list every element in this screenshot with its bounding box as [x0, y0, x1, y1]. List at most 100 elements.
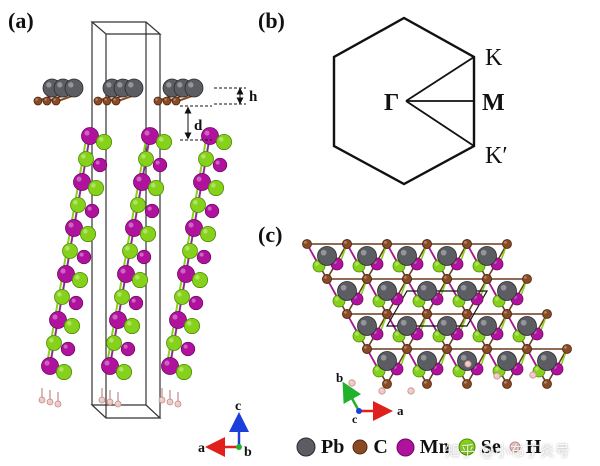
mn-atom-highlight [207, 206, 212, 211]
c-atom-top-highlight [504, 241, 507, 244]
se-atom-highlight [119, 367, 124, 372]
a-axis-label-top: a [397, 403, 404, 418]
c-atom-top [482, 274, 492, 284]
watermark: 知乎 @小布丁炎号 [445, 442, 570, 460]
dimension-h-marker [214, 87, 246, 105]
h-atom-highlight [48, 400, 50, 402]
c-atom-top [382, 379, 392, 389]
c-atom-top [422, 379, 432, 389]
b-axis-arrow-top [342, 381, 362, 412]
c-atom-highlight [53, 98, 56, 101]
mn-atom [141, 127, 159, 145]
h-atom-top [378, 387, 386, 395]
dimension-h-label: h [249, 89, 258, 105]
pb-atom-top-highlight [380, 284, 387, 291]
se-atom-highlight [203, 229, 208, 234]
se-atom-highlight [133, 200, 138, 205]
c-atom-top [382, 239, 392, 249]
c-atom-highlight [95, 98, 98, 101]
c-atom-top [342, 309, 352, 319]
h-atom-highlight [40, 398, 42, 400]
h-atom [46, 398, 54, 406]
h-atom [174, 400, 182, 408]
se-atom-highlight [159, 137, 164, 142]
pb-atom [124, 78, 144, 98]
legend-label-pb: Pb [321, 435, 345, 458]
c-atom-top-highlight [364, 276, 367, 279]
se-atom-top-highlight [475, 262, 479, 266]
se-atom [131, 271, 149, 289]
se-atom [123, 317, 141, 335]
pb-atom-top-highlight [360, 249, 367, 256]
c-atom-top-highlight [424, 381, 427, 384]
se-atom-highlight [195, 275, 200, 280]
c-atom-top [522, 344, 532, 354]
se-atom-top-highlight [315, 262, 319, 266]
top-view-atoms [302, 239, 572, 395]
mn-atom-highlight [191, 298, 196, 303]
se-atom-highlight [127, 321, 132, 326]
k-point-label: K [485, 45, 503, 71]
se-atom-top-highlight [515, 332, 519, 336]
h-atom-top [407, 387, 415, 395]
legend-item-h: H [509, 436, 541, 459]
mn-atom-highlight [123, 344, 128, 349]
pb-atom-top-highlight [540, 354, 547, 361]
mn-atom-highlight [204, 130, 210, 136]
h-atom [98, 396, 106, 404]
mn-atom-highlight [79, 252, 84, 257]
h-atom-top [348, 379, 356, 387]
gamma-to-k-line [405, 56, 475, 102]
h-atom [114, 400, 122, 408]
pb-atom-top [397, 246, 417, 266]
pb-atom-top [317, 246, 337, 266]
se-atom-top-highlight [395, 262, 399, 266]
se-atom-highlight [187, 321, 192, 326]
se-atom [198, 151, 214, 167]
mn-atom-highlight [199, 252, 204, 257]
c-atom-top [462, 239, 472, 249]
c-atom-top [422, 239, 432, 249]
h-atom-highlight [108, 400, 110, 402]
c-atom-top [442, 274, 452, 284]
k-prime-point-label: K′ [485, 143, 508, 169]
c-atom-top [342, 239, 352, 249]
pb-atom-highlight [68, 82, 74, 88]
c-atom-top [542, 309, 552, 319]
pb-atom-top-highlight [420, 284, 427, 291]
h-atom-top-highlight [465, 361, 468, 364]
pb-atom-top-highlight [460, 354, 467, 361]
se-atom-highlight [117, 292, 122, 297]
panel-a-label: (a) [8, 8, 34, 33]
se-atom-top-highlight [495, 297, 499, 301]
c-atom-highlight [155, 98, 158, 101]
mn-atom [188, 295, 204, 311]
c-atom-top-highlight [464, 311, 467, 314]
h-atom-top [493, 372, 501, 380]
se-atom-highlight [125, 246, 130, 251]
h-atom-highlight [56, 402, 58, 404]
se-atom [139, 225, 157, 243]
c-atom-top-highlight [444, 276, 447, 279]
mn-atom [180, 341, 196, 357]
pb-atom-top-highlight [400, 249, 407, 256]
se-atom-highlight [65, 246, 70, 251]
mn-atom [120, 341, 136, 357]
mn-atom-highlight [87, 206, 92, 211]
se-atom-top-highlight [415, 297, 419, 301]
c-axis-dot-top [356, 408, 362, 414]
c-atom-top [522, 274, 532, 284]
se-atom-highlight [91, 183, 96, 188]
mn-atom [193, 173, 211, 191]
c-atom-top-highlight [544, 381, 547, 384]
se-atom [191, 271, 209, 289]
se-atom [115, 363, 133, 381]
se-atom [54, 289, 70, 305]
se-atom-highlight [219, 137, 224, 142]
mn-atom [177, 265, 195, 283]
pb-atom-top-highlight [380, 354, 387, 361]
legend-item-pb: Pb [296, 436, 344, 459]
pb-atom-top [377, 281, 397, 301]
c-atom-top-highlight [564, 346, 567, 349]
se-atom [174, 289, 190, 305]
